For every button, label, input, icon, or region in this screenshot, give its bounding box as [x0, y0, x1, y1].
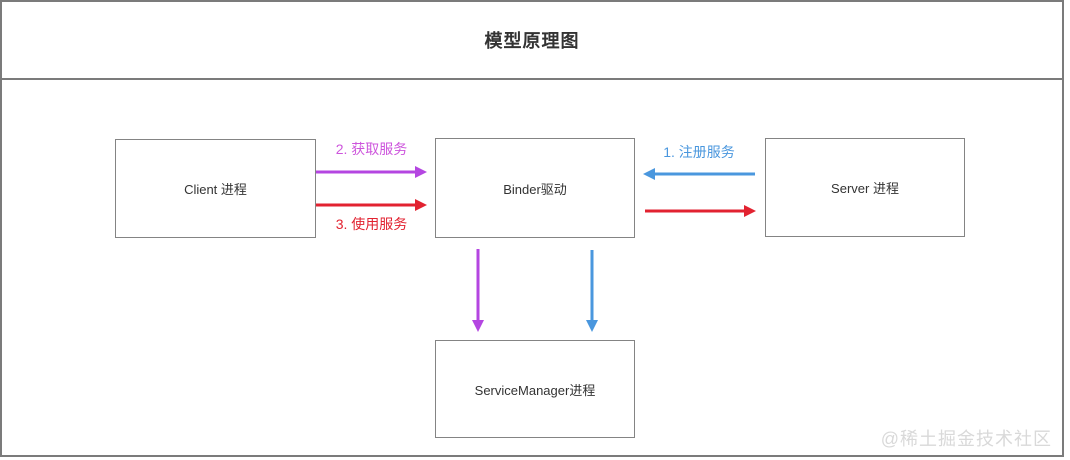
arrow-head [415, 166, 427, 178]
arrow-head [472, 320, 484, 332]
arrow-register-service [643, 168, 755, 180]
arrow-binder-to-server [645, 205, 756, 217]
node-label: Binder驱动 [503, 181, 567, 197]
arrow-acquire-service [316, 166, 427, 178]
arrow-head [744, 205, 756, 217]
arrow-binder-to-servicemanager-purple [472, 249, 484, 332]
node-label: ServiceManager进程 [474, 382, 596, 398]
node-binder-driver: Binder驱动 [435, 138, 635, 238]
arrow-head [586, 320, 598, 332]
node-client-process: Client 进程 [115, 139, 316, 238]
edge-label-register-service: 1. 注册服务 [663, 144, 735, 160]
page-title: 模型原理图 [484, 31, 580, 51]
title-bar: 模型原理图 [2, 2, 1062, 80]
node-label: Server 进程 [831, 181, 899, 196]
arrow-use-service [316, 199, 427, 211]
arrow-head [415, 199, 427, 211]
arrow-head [643, 168, 655, 180]
edge-label-use-service: 3. 使用服务 [335, 216, 408, 232]
node-servicemanager-process: ServiceManager进程 [435, 340, 635, 438]
edge-label-acquire-service: 2. 获取服务 [335, 141, 408, 157]
node-server-process: Server 进程 [765, 138, 965, 237]
watermark-juejin: @稀土掘金技术社区 [880, 429, 1052, 449]
arrow-binder-to-servicemanager-blue [586, 250, 598, 332]
node-label: Client 进程 [184, 182, 247, 197]
